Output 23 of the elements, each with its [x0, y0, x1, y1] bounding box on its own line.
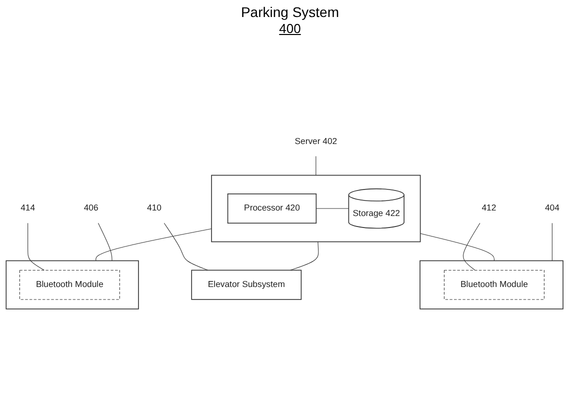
node-box: Bluetooth Module	[444, 270, 544, 300]
node-box: Processor 420	[227, 193, 317, 224]
diagram-title: Parking System	[240, 4, 340, 20]
connector	[462, 222, 480, 270]
node-text: 406	[84, 204, 98, 213]
connector	[316, 208, 349, 209]
reference-number: 400	[279, 21, 301, 36]
connector	[98, 222, 112, 261]
connector	[96, 228, 212, 261]
node-text: 404	[544, 204, 560, 213]
node-text: 410	[147, 204, 162, 213]
node-text: 414	[20, 204, 36, 213]
connector	[164, 222, 208, 270]
node-text: 412	[482, 204, 496, 213]
connector	[290, 242, 319, 270]
cluster	[6, 260, 139, 310]
cluster	[211, 174, 421, 242]
connector	[420, 233, 494, 261]
connector	[28, 222, 45, 270]
node-box: Bluetooth Module	[19, 270, 120, 300]
cluster	[420, 260, 564, 310]
node-text: Server 402	[294, 136, 338, 146]
node-box: Elevator Subsystem	[191, 270, 302, 300]
